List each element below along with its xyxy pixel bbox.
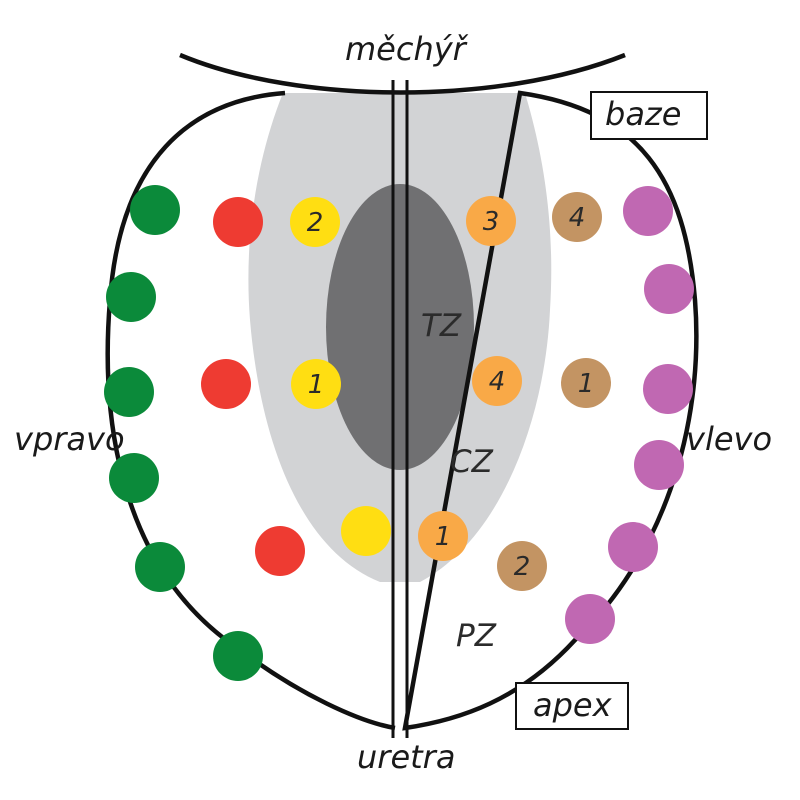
red-biopsy-points xyxy=(201,197,305,576)
green-point xyxy=(106,272,156,322)
base-label-box: baze xyxy=(590,91,708,140)
left-side-label: vlevo xyxy=(686,420,772,458)
tan-point xyxy=(561,358,611,408)
green-point xyxy=(130,185,180,235)
tan-point xyxy=(552,192,602,242)
purple-point xyxy=(623,186,673,236)
purple-point xyxy=(565,594,615,644)
orange-lower-number: 1 xyxy=(435,522,452,552)
tan-middle-number: 1 xyxy=(578,369,595,399)
orange-middle-number: 4 xyxy=(489,367,506,397)
tan-point xyxy=(497,541,547,591)
green-point xyxy=(213,631,263,681)
cz-label: CZ xyxy=(450,444,494,480)
base-box-frame xyxy=(590,91,708,140)
urethra-label: uretra xyxy=(357,738,455,776)
red-point xyxy=(213,197,263,247)
green-point xyxy=(109,453,159,503)
apex-label: apex xyxy=(533,686,613,724)
purple-point xyxy=(634,440,684,490)
tz-label: TZ xyxy=(421,308,462,344)
green-point xyxy=(104,367,154,417)
yellow-middle-number: 1 xyxy=(308,370,325,400)
tan-biopsy-points xyxy=(497,192,611,591)
orange-point xyxy=(466,196,516,246)
orange-biopsy-points xyxy=(418,196,522,561)
yellow-upper-number: 2 xyxy=(307,208,324,238)
prostate-outline xyxy=(105,90,699,731)
green-biopsy-points xyxy=(104,185,263,681)
tan-upper-number: 4 xyxy=(569,203,586,233)
apex-box-frame xyxy=(515,682,629,730)
orange-upper-number: 3 xyxy=(483,207,500,237)
tan-lower-number: 2 xyxy=(514,552,531,582)
purple-point xyxy=(608,522,658,572)
base-label: baze xyxy=(605,95,681,133)
red-point xyxy=(255,526,305,576)
bladder-line xyxy=(179,52,626,95)
pz-label: PZ xyxy=(456,618,497,654)
orange-point xyxy=(418,511,468,561)
purple-point xyxy=(643,364,693,414)
transition-zone-region xyxy=(326,184,474,470)
yellow-point xyxy=(290,197,340,247)
purple-biopsy-points xyxy=(565,186,694,644)
red-point xyxy=(201,359,251,409)
orange-point xyxy=(472,356,522,406)
yellow-biopsy-points xyxy=(290,197,391,556)
apex-label-box: apex xyxy=(515,682,629,730)
right-side-label: vpravo xyxy=(14,420,125,458)
bladder-label: měchýř xyxy=(345,30,469,68)
green-point xyxy=(135,542,185,592)
yellow-point xyxy=(291,359,341,409)
yellow-point xyxy=(341,506,391,556)
purple-point xyxy=(644,264,694,314)
